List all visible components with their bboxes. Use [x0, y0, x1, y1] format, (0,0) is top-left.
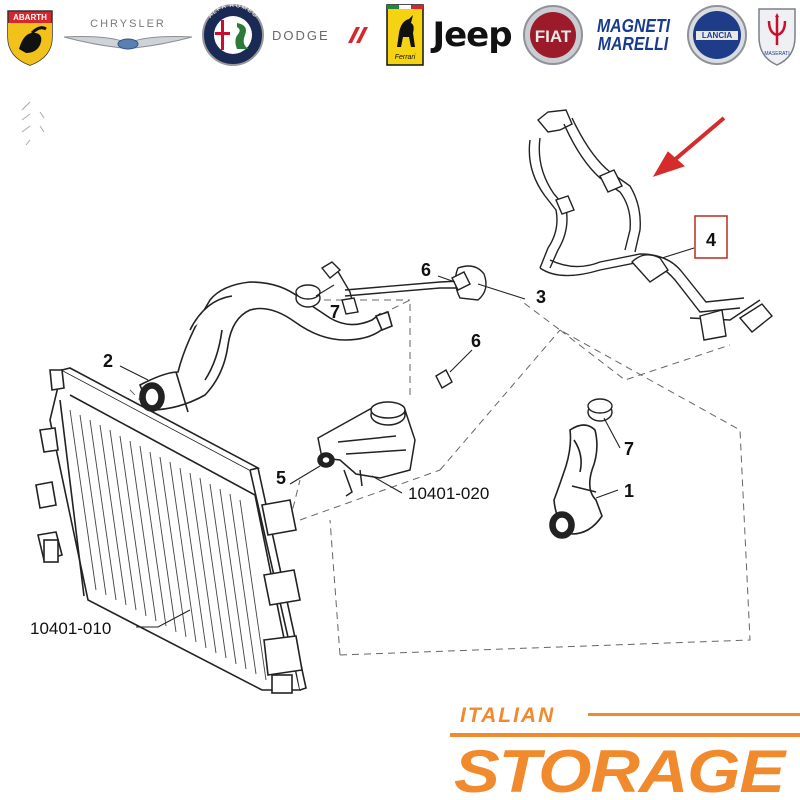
assembly-outline: [129, 299, 751, 656]
red-arrow-icon: [652, 116, 726, 177]
hose-1: [549, 424, 603, 539]
clip-6-lower: [435, 369, 453, 389]
fiat-text: FIAT: [535, 27, 572, 46]
callout-6-upper: 6: [421, 260, 431, 280]
fiat-logo: FIAT: [520, 2, 586, 68]
italian-text: ITALIAN: [460, 704, 555, 727]
storage-text: STORAGE: [454, 738, 787, 800]
lancia-logo: LANCIA: [684, 2, 750, 68]
abarth-shield-icon: ABARTH: [7, 10, 53, 66]
gasket-5: [317, 452, 335, 468]
ferrari-shield-icon: Ferrari: [386, 4, 424, 66]
radiator: [35, 367, 307, 694]
callout-radiator: 10401-010: [30, 619, 111, 638]
chrysler-logo: CHRYSLER: [62, 2, 194, 68]
logo-line-top: [588, 713, 800, 716]
chrysler-wings-icon: CHRYSLER: [63, 18, 193, 50]
jeep-logo: Jeep: [430, 2, 514, 68]
magneti-text: MAGNETI: [596, 16, 670, 36]
maserati-trident-icon: MASERATI: [758, 8, 796, 66]
leader-lines: [119, 247, 695, 628]
abarth-logo: ABARTH: [0, 2, 60, 68]
logo-line-bottom: [450, 733, 800, 737]
callout-7-right: 7: [624, 439, 634, 459]
dodge-logo: DODGE: [270, 2, 374, 68]
alfa-romeo-badge-icon: ALFA ROMEO: [202, 3, 264, 66]
expansion-tank: [317, 401, 416, 497]
callout-tank: 10401-020: [408, 484, 489, 503]
fiat-badge-icon: FIAT: [523, 5, 583, 65]
abarth-text: ABARTH: [13, 13, 47, 22]
callout-labels: 1 2 3 4 5 6 6 7 7 10401-010 10401-020: [30, 230, 716, 638]
chrysler-text: CHRYSLER: [90, 18, 166, 30]
dodge-text: DODGE: [272, 28, 330, 43]
callout-4-highlight: [694, 215, 728, 259]
callout-1: 1: [624, 481, 634, 501]
ferrari-logo: Ferrari: [384, 2, 426, 68]
cap-7-left: [295, 284, 321, 308]
cap-7-right: [587, 398, 613, 422]
magneti-marelli-logo: MAGNETI MARELLI: [588, 2, 678, 68]
jeep-text: Jeep: [432, 15, 512, 55]
ferrari-text: Ferrari: [395, 54, 416, 61]
callout-6-lower: 6: [471, 331, 481, 351]
callout-3: 3: [536, 287, 546, 307]
callout-4: 4: [706, 230, 716, 250]
callout-2: 2: [103, 351, 113, 371]
clip-6-upper: [451, 271, 471, 291]
marelli-text: MARELLI: [597, 34, 669, 54]
drawing-marks: [21, 101, 45, 146]
callout-5: 5: [276, 468, 286, 488]
callout-7-left: 7: [330, 302, 340, 322]
pipe-4: [528, 109, 773, 341]
maserati-text: MASERATI: [764, 51, 789, 57]
lancia-text: LANCIA: [702, 31, 732, 40]
pipe-3: [320, 261, 487, 315]
lancia-badge-icon: LANCIA: [687, 5, 747, 65]
alfa-romeo-logo: ALFA ROMEO: [200, 2, 266, 68]
italian-storage-logo: ITALIAN STORAGE: [450, 704, 800, 800]
dodge-wordmark-icon: DODGE: [272, 27, 368, 43]
maserati-logo: MASERATI: [754, 2, 800, 68]
hose-2: [138, 281, 393, 413]
